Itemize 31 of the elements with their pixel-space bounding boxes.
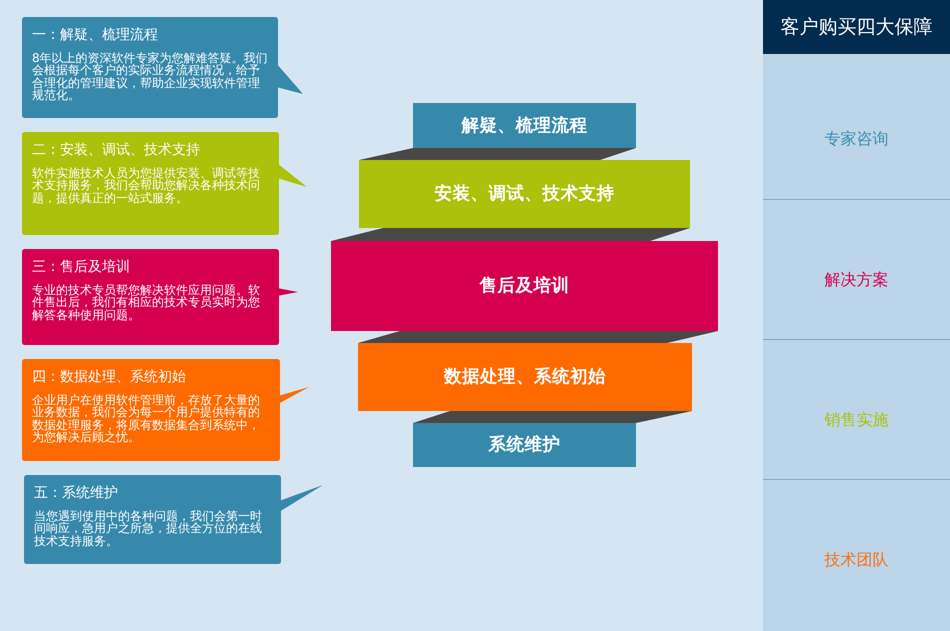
callout-text: 企业用户在使用软件管理前，存放了大量的业务数据，我们会为每一个用户提供特有的数据处理服务，将原有数据集合到系统中，为您解决后顾之忧。: [32, 394, 261, 444]
speech-bubble: [22, 249, 298, 345]
service-label: 技术团队: [824, 550, 890, 570]
callout-heading: 三：售后及培训: [32, 259, 130, 275]
speech-bubble: [22, 132, 307, 235]
speech-bubble: [22, 17, 303, 118]
callout-heading: 五：系统维护: [34, 485, 118, 501]
side-panel: [763, 0, 950, 631]
band-label: 安装、调试、技术支持: [434, 184, 614, 204]
ribbon-band: [331, 241, 718, 331]
band-label: 系统维护: [488, 435, 560, 455]
callout-heading: 四：数据处理、系统初始: [32, 369, 186, 385]
band-label: 数据处理、系统初始: [444, 367, 606, 387]
callout-text: 当您遇到使用中的各种问题，我们会第一时间响应，急用户之所急，提供全方位的在线技术支持服务。: [34, 510, 263, 548]
speech-bubble: [22, 359, 309, 461]
ribbon-band: [359, 160, 690, 228]
callout-text: 软件实施技术人员为您提供安装、调试等技术支持服务，我们会帮助您解决各种技术问题，提供真正的一站式服务。: [32, 167, 261, 204]
service-label: 销售实施: [824, 410, 890, 430]
callout-heading: 一：解疑、梳理流程: [32, 27, 158, 43]
band-label: 售后及培训: [480, 276, 570, 296]
panel-header: 客户购买四大保障: [763, 0, 950, 54]
band-label: 解疑、梳理流程: [462, 116, 588, 136]
ribbon-band: [358, 343, 692, 411]
callout-text: 8年以上的资深软件专家为您解难答疑。我们会根据每个客户的实际业务流程情况，给予合理化的管理建议，帮助企业实现软件管理规范化。: [32, 52, 269, 102]
service-label: 解决方案: [824, 270, 890, 290]
ribbon-band: [413, 423, 636, 467]
callout-heading: 二：安装、调试、技术支持: [32, 142, 200, 158]
ribbon-band: [413, 103, 636, 148]
speech-bubble: [24, 475, 323, 564]
service-label: 专家咨询: [824, 129, 890, 149]
callout-text: 专业的技术专员帮您解决软件应用问题。软件售出后，我们有相应的技术专员实时为您解答各种使用问题。: [32, 284, 261, 322]
